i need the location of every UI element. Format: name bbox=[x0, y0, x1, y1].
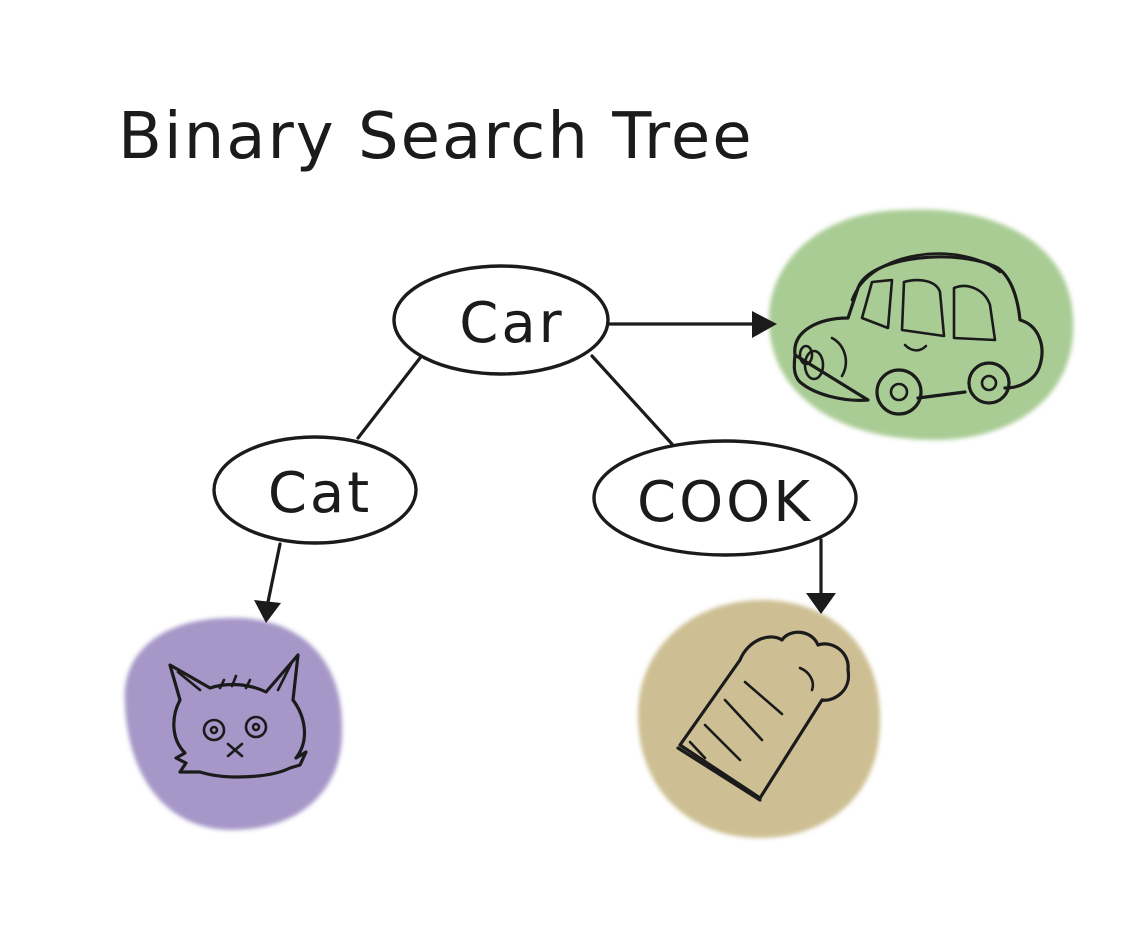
node-left: Cat bbox=[212, 435, 418, 545]
chef-hat-icon bbox=[676, 630, 851, 802]
node-root: Car bbox=[392, 264, 610, 376]
node-right: COOK bbox=[592, 439, 858, 557]
arrow-root-to-car bbox=[608, 311, 777, 338]
node-left-label: Cat bbox=[268, 461, 372, 526]
arrow-right-to-cook bbox=[806, 538, 836, 614]
node-right-label: COOK bbox=[637, 470, 813, 535]
cat-face-icon bbox=[168, 653, 308, 779]
edge-root-right bbox=[590, 354, 674, 446]
node-root-label: Car bbox=[459, 291, 564, 356]
diagram-title: Binary Search Tree bbox=[118, 100, 754, 174]
car-icon bbox=[792, 252, 1044, 416]
cook-blob bbox=[638, 600, 881, 838]
edge-root-left bbox=[356, 356, 422, 440]
arrow-left-to-cat bbox=[254, 542, 282, 623]
cat-blob bbox=[124, 617, 343, 830]
